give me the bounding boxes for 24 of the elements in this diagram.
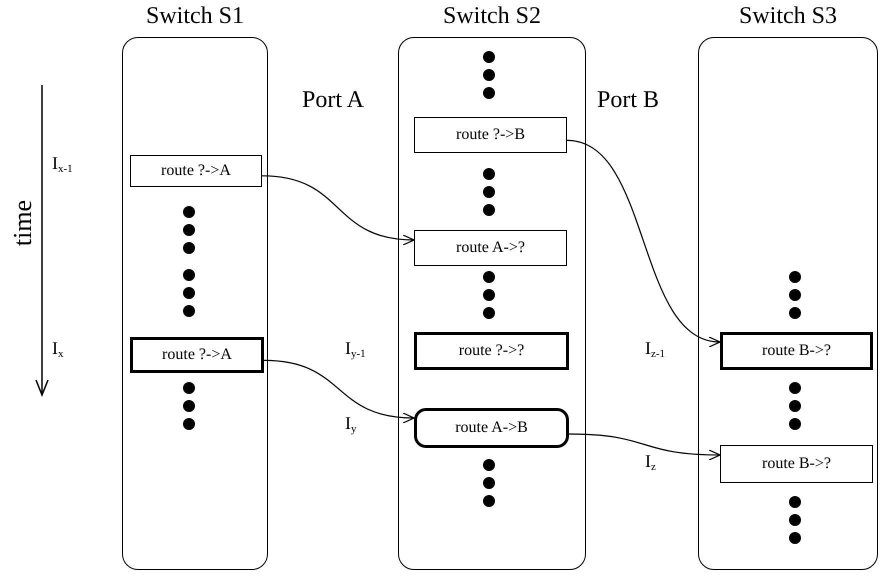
arrow <box>566 140 721 346</box>
arrow <box>262 175 415 245</box>
route-entry-box: route A->B <box>414 408 569 448</box>
interval-label: I$_{x}$ <box>52 337 64 362</box>
column-heading: Switch S2 <box>443 4 541 28</box>
column-heading: Switch S1 <box>146 4 244 28</box>
arrow <box>568 433 721 460</box>
route-entry-box: route ?->A <box>130 155 262 187</box>
axis-label: time <box>10 200 36 246</box>
route-entry-box: route B->? <box>720 332 873 370</box>
interval-label: I$_{y-1}$ <box>345 337 366 362</box>
route-entry-box: route ?->? <box>414 332 569 370</box>
interval-label: I$_{x-1}$ <box>52 152 73 177</box>
route-entry-box: route B->? <box>720 445 873 483</box>
route-entry-box: route ?->B <box>414 117 567 153</box>
interval-label: I$_{z-1}$ <box>645 337 666 362</box>
arrow <box>264 360 415 423</box>
route-entry-box: route ?->A <box>130 337 264 373</box>
port-label: Port A <box>302 88 364 112</box>
column-heading: Switch S3 <box>739 4 837 28</box>
interval-label: I$_{y}$ <box>345 412 356 437</box>
route-entry-box: route A->? <box>414 230 567 266</box>
interval-label: I$_{z}$ <box>645 450 656 475</box>
port-label: Port B <box>597 88 660 112</box>
